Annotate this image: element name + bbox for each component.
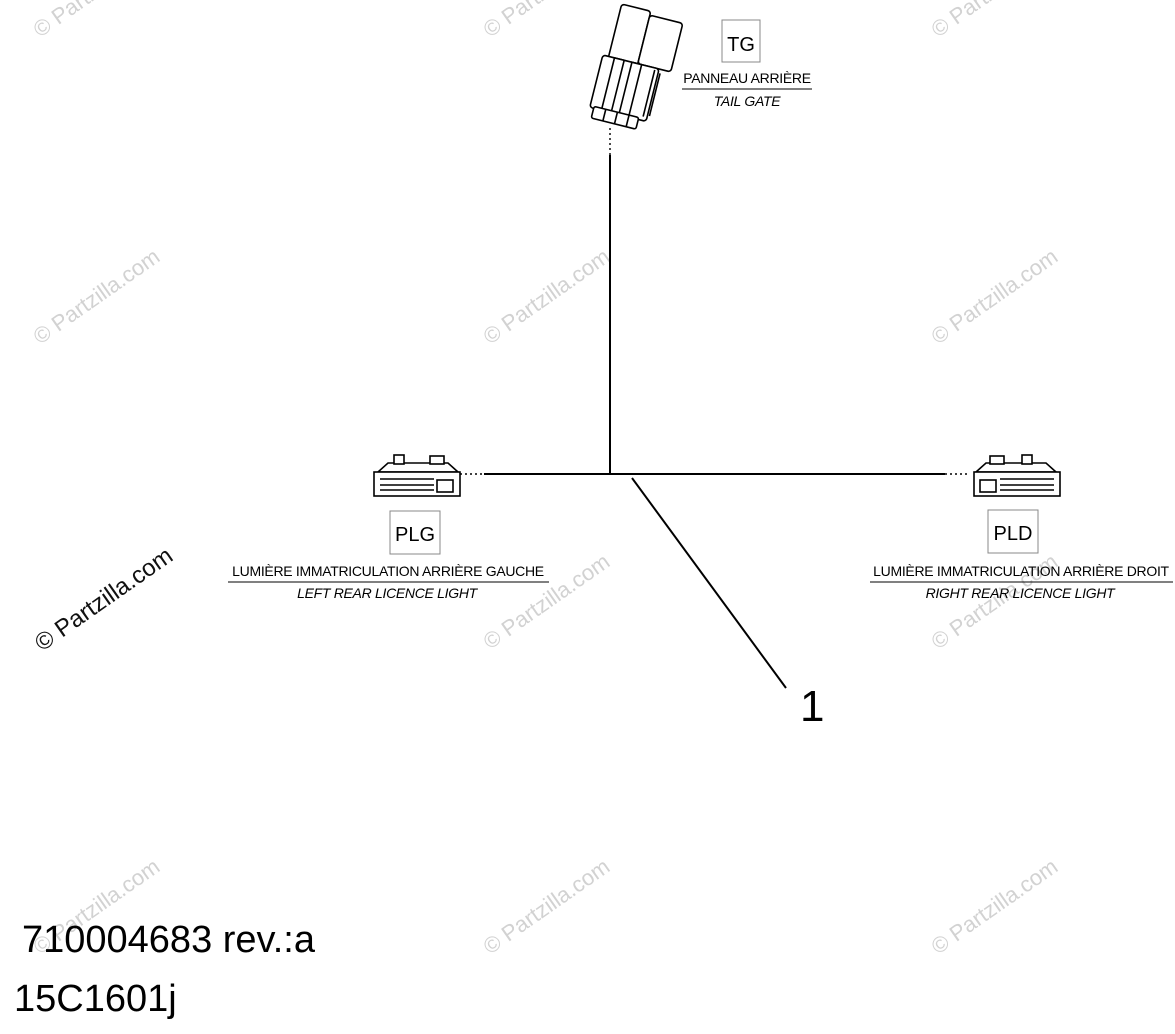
watermark-dark: © Partzilla.com	[30, 542, 178, 657]
watermark-layer: © Partzilla.com © Partzilla.com © Partzi…	[29, 0, 1063, 959]
plg-code-box	[389, 510, 441, 555]
tg-code-box	[721, 19, 761, 63]
wire-ends	[460, 128, 970, 475]
pld-code: PLD	[994, 523, 1033, 545]
tg-label: TG PANNEAU ARRIÈRE TAIL GATE	[682, 19, 812, 109]
callout-number: 1	[800, 682, 824, 731]
pld-connector-icon	[973, 454, 1061, 497]
wire-harness	[484, 155, 945, 689]
watermark: © Partzilla.com	[927, 0, 1063, 42]
watermark: © Partzilla.com	[927, 854, 1063, 960]
document-number: 710004683 rev.:a	[22, 919, 316, 961]
tg-label-fr: PANNEAU ARRIÈRE	[683, 70, 811, 86]
tg-code: TG	[727, 34, 755, 56]
watermark: © Partzilla.com	[29, 244, 165, 350]
watermark: © Partzilla.com	[479, 0, 615, 42]
watermark: © Partzilla.com	[29, 0, 165, 42]
plg-code: PLG	[395, 524, 435, 546]
tg-label-en: TAIL GATE	[714, 93, 782, 109]
pld-label: PLD LUMIÈRE IMMATRICULATION ARRIÈRE DROI…	[870, 509, 1173, 601]
plg-label-en: LEFT REAR LICENCE LIGHT	[297, 585, 479, 601]
watermark: © Partzilla.com	[927, 244, 1063, 350]
watermark: © Partzilla.com	[479, 854, 615, 960]
pld-code-box	[987, 509, 1039, 554]
watermark: © Partzilla.com	[479, 244, 615, 350]
drawing-id: 15C1601j	[14, 978, 177, 1020]
pld-label-en: RIGHT REAR LICENCE LIGHT	[926, 585, 1117, 601]
plg-label: PLG LUMIÈRE IMMATRICULATION ARRIÈRE GAUC…	[228, 510, 549, 601]
leader-line-callout-1	[631, 477, 787, 689]
tg-connector-icon	[589, 3, 684, 130]
plg-label-fr: LUMIÈRE IMMATRICULATION ARRIÈRE GAUCHE	[232, 563, 544, 579]
plg-connector-icon	[373, 454, 461, 497]
pld-label-fr: LUMIÈRE IMMATRICULATION ARRIÈRE DROIT	[873, 563, 1169, 579]
